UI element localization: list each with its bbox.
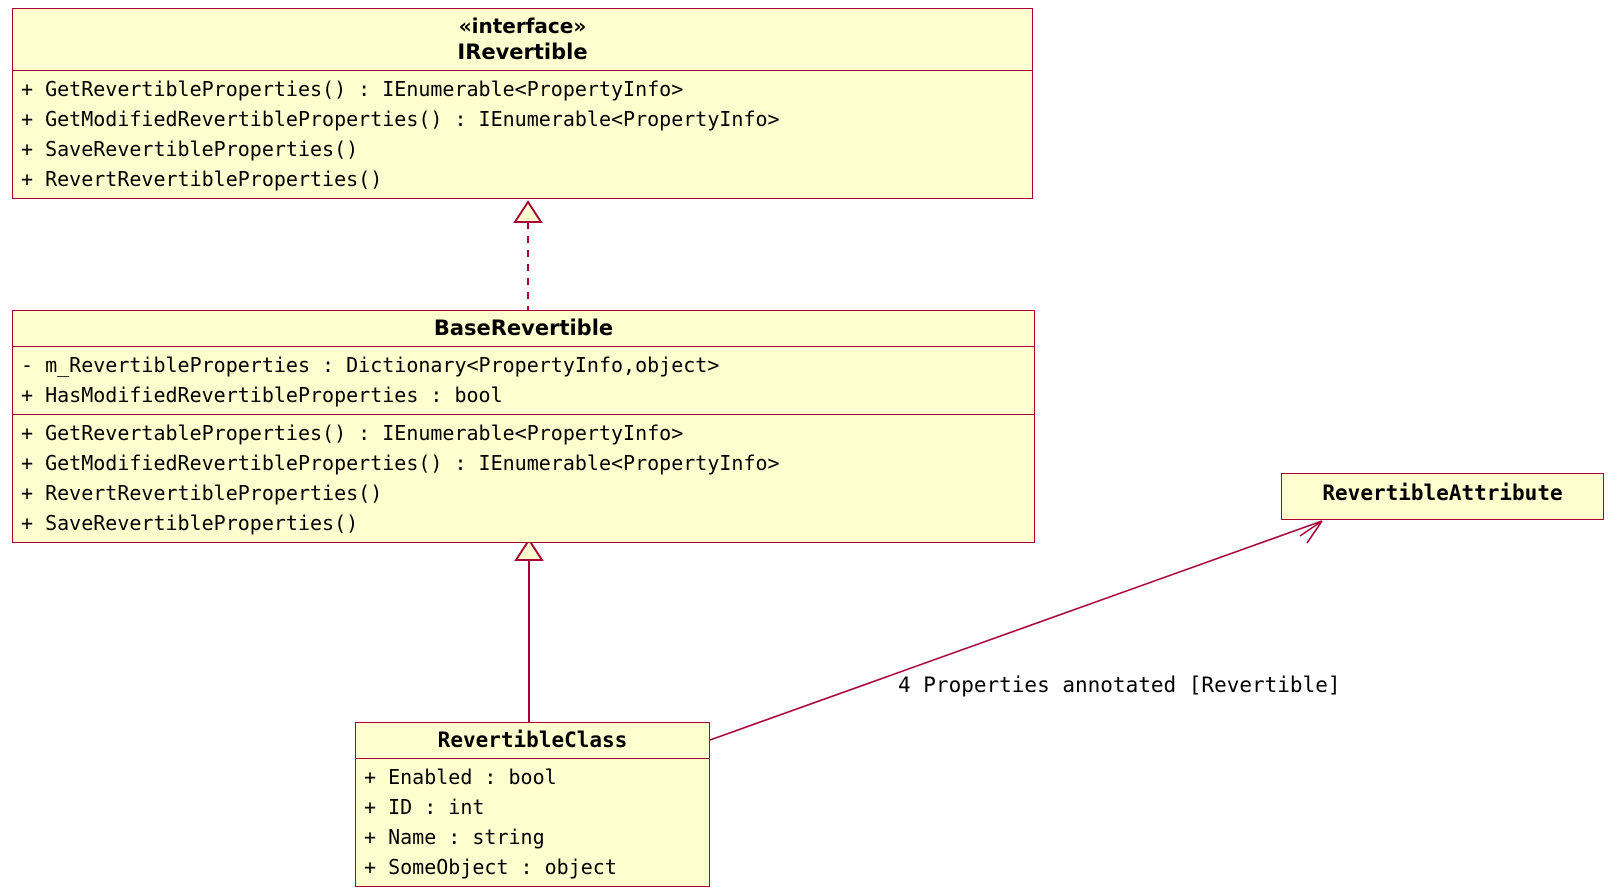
field-row: + SomeObject : object bbox=[364, 855, 617, 879]
method-row: + GetRevertibleProperties() : IEnumerabl… bbox=[21, 77, 684, 101]
method-row: + GetModifiedRevertibleProperties() : IE… bbox=[21, 107, 780, 131]
field-row: + Name : string bbox=[364, 825, 545, 849]
class-name-revertibleclass: RevertibleClass bbox=[437, 728, 628, 752]
method-row: + RevertRevertibleProperties() bbox=[21, 481, 383, 505]
class-box-irevertible[interactable]: «interface» IRevertible + GetRevertibleP… bbox=[12, 8, 1033, 199]
realization-hollow-triangle bbox=[513, 200, 543, 223]
class-header-revertibleattribute: RevertibleAttribute bbox=[1282, 474, 1603, 511]
method-row: + GetRevertableProperties() : IEnumerabl… bbox=[21, 421, 684, 445]
methods-compartment-baserevertible: + GetRevertableProperties() : IEnumerabl… bbox=[13, 414, 1034, 542]
fields-compartment-baserevertible: - m_RevertibleProperties : Dictionary<Pr… bbox=[13, 346, 1034, 414]
edge-realization-baserevertible-to-irevertible bbox=[513, 200, 543, 310]
method-row: + RevertRevertibleProperties() bbox=[21, 167, 383, 191]
class-name-revertibleattribute: RevertibleAttribute bbox=[1322, 481, 1563, 505]
class-header-revertibleclass: RevertibleClass bbox=[356, 723, 709, 758]
method-row: + GetModifiedRevertibleProperties() : IE… bbox=[21, 451, 780, 475]
association-solid-line bbox=[709, 520, 1323, 741]
class-header-baserevertible: BaseRevertible bbox=[13, 311, 1034, 346]
field-row: + ID : int bbox=[364, 795, 485, 819]
class-box-revertibleclass[interactable]: RevertibleClass + Enabled : bool + ID : … bbox=[355, 722, 710, 887]
edge-generalization-revertibleclass-to-baserevertible bbox=[514, 538, 544, 722]
method-row: + SaveRevertibleProperties() bbox=[21, 137, 359, 161]
methods-compartment-irevertible: + GetRevertibleProperties() : IEnumerabl… bbox=[13, 70, 1032, 198]
association-open-arrowhead bbox=[1299, 520, 1323, 544]
field-row: + Enabled : bool bbox=[364, 765, 557, 789]
field-row: - m_RevertibleProperties : Dictionary<Pr… bbox=[21, 353, 720, 377]
association-label-annotated-properties: 4 Properties annotated [Revertible] bbox=[898, 673, 1341, 697]
method-row: + SaveRevertibleProperties() bbox=[21, 511, 359, 535]
class-box-revertibleattribute[interactable]: RevertibleAttribute bbox=[1281, 473, 1604, 520]
edge-association-revertibleclass-to-revertibleattribute bbox=[709, 520, 1323, 741]
class-stereotype-irevertible: «interface» bbox=[458, 14, 587, 38]
field-row: + HasModifiedRevertibleProperties : bool bbox=[21, 383, 503, 407]
class-box-baserevertible[interactable]: BaseRevertible - m_RevertibleProperties … bbox=[12, 310, 1035, 543]
generalization-hollow-triangle bbox=[514, 538, 544, 561]
class-name-irevertible: IRevertible bbox=[457, 40, 588, 64]
class-name-baserevertible: BaseRevertible bbox=[433, 316, 614, 340]
class-header-irevertible: «interface» IRevertible bbox=[13, 9, 1032, 70]
fields-compartment-revertibleclass: + Enabled : bool + ID : int + Name : str… bbox=[356, 758, 709, 886]
